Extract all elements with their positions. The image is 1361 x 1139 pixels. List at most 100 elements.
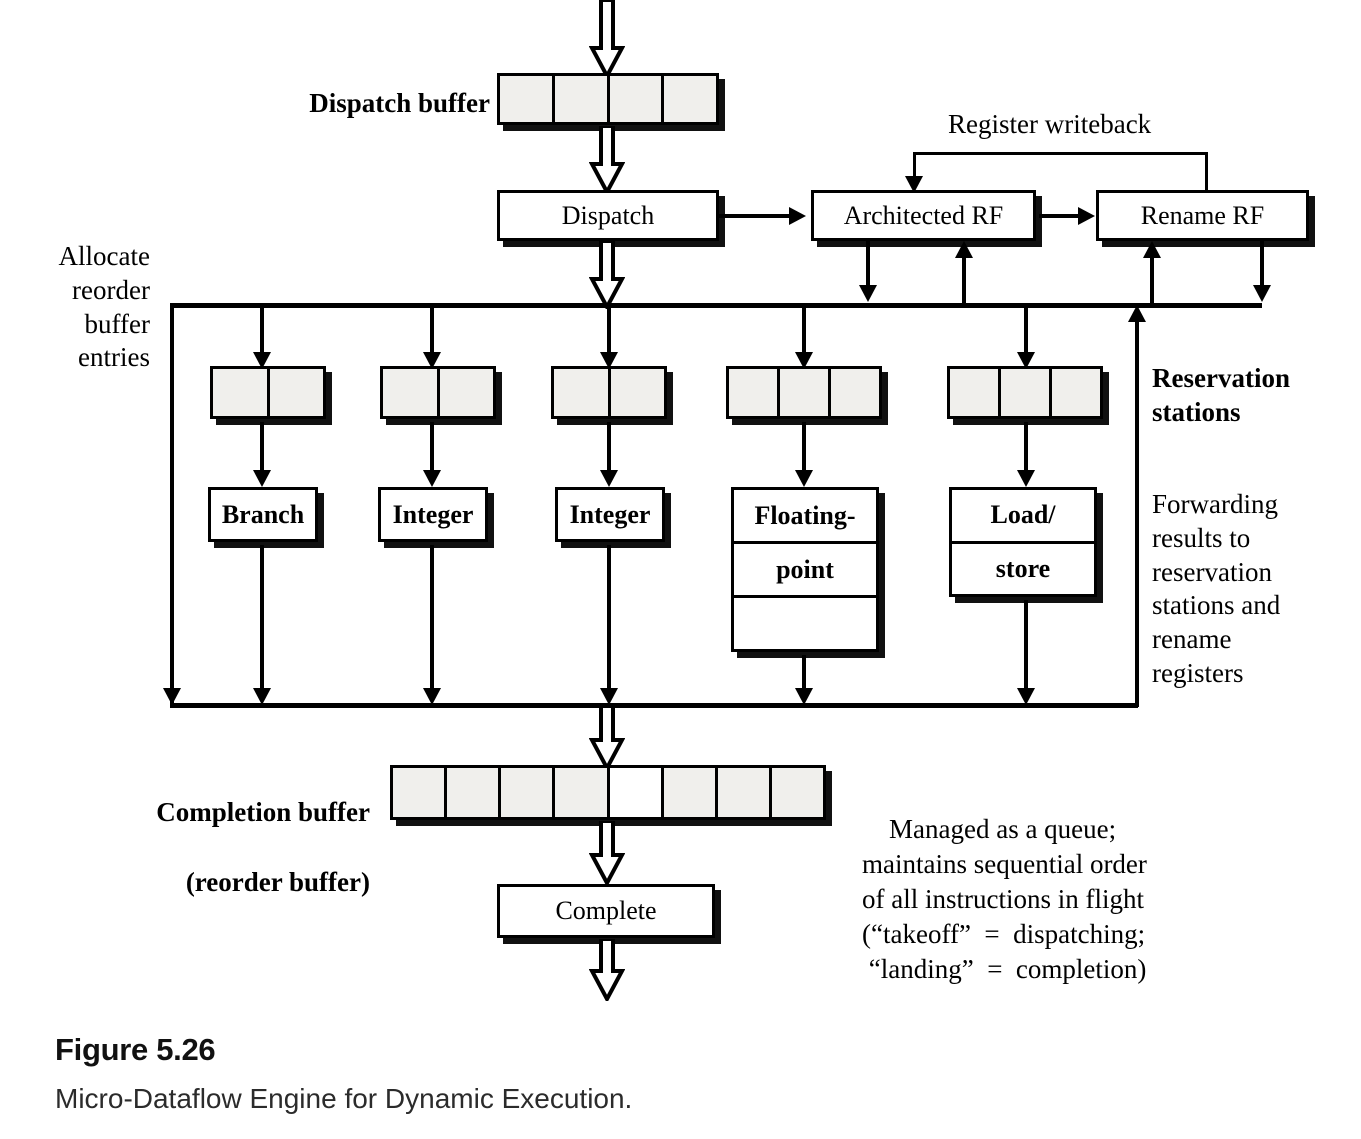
reservation-station-branch-cell: [269, 369, 323, 416]
functional-unit-floating-point-row: point: [734, 544, 876, 598]
completion-buffer-cell: [555, 768, 610, 817]
functional-unit-load-store-row: store: [995, 553, 1051, 583]
rrf-readout-arrowhead: [1253, 285, 1271, 302]
register-writeback-top-line: [913, 152, 1208, 155]
bus-to-rs-integer1-arrowhead: [423, 352, 441, 369]
reservation-station-floating-point-cell: [780, 369, 831, 416]
reservation-station-integer-2-cell: [554, 369, 611, 416]
integer2-result-line: [607, 545, 611, 690]
rs-to-branch-line: [260, 422, 264, 475]
bus-to-rs-branch-arrowhead: [253, 352, 271, 369]
rrf-writeback-arrowhead: [1143, 241, 1161, 258]
register-writeback-arrowhead: [905, 176, 923, 193]
bus-to-rs-ldst-line: [1024, 305, 1028, 357]
completion-buffer-label: Completion buffer (reorder buffer): [60, 760, 370, 935]
reservation-station-load-store-cell: [1052, 369, 1100, 416]
architected-rf-label: Architected RF: [843, 200, 1004, 230]
reservation-station-load-store: [947, 366, 1103, 419]
reservation-station-integer-1: [380, 366, 496, 419]
rs-to-branch-arrowhead: [253, 470, 271, 487]
reservation-station-integer-1-cell: [439, 369, 493, 416]
dispatch-label: Dispatch: [561, 200, 655, 230]
integer2-result-arrowhead: [600, 688, 618, 705]
arf-readout-arrowhead: [859, 285, 877, 302]
bus-to-completion-buffer-arrow: [589, 706, 625, 770]
branch-result-line: [260, 545, 264, 690]
dispatch-to-arf-line: [719, 214, 792, 218]
reservation-station-integer-2: [551, 366, 667, 419]
forwarding-return-arrowhead: [1128, 305, 1146, 322]
dispatch-to-bus-arrow: [589, 241, 625, 309]
reservation-station-floating-point-cell: [831, 369, 879, 416]
dispatch-buffer-label: Dispatch buffer: [309, 88, 490, 118]
completion-buffer-cell: [771, 768, 823, 817]
reservation-station-floating-point: [726, 366, 882, 419]
completion-buffer-cell: [609, 768, 664, 817]
rs-to-fp-line: [802, 422, 806, 475]
arf-writeback-arrowhead: [955, 241, 973, 258]
rename-rf-label: Rename RF: [1140, 200, 1265, 230]
completion-buffer-label-line2: (reorder buffer): [185, 867, 370, 898]
functional-unit-integer-1[interactable]: Integer: [378, 487, 488, 542]
rs-to-integer1-arrowhead: [423, 470, 441, 487]
rename-rf-box[interactable]: Rename RF: [1096, 190, 1309, 241]
arf-readout-line: [866, 241, 870, 287]
dispatch-box[interactable]: Dispatch: [497, 190, 719, 241]
functional-unit-branch[interactable]: Branch: [208, 487, 318, 542]
bottom-result-bus: [170, 703, 1138, 708]
functional-unit-floating-point[interactable]: Floating-point: [731, 487, 879, 652]
allocate-reorder-arrowhead: [163, 688, 181, 705]
functional-unit-branch-row: Branch: [221, 499, 305, 529]
bus-to-rs-fp-arrowhead: [795, 352, 813, 369]
completion-buffer-to-complete-arrow: [589, 821, 625, 885]
reservation-station-branch-cell: [213, 369, 270, 416]
arf-to-rrf-line: [1039, 214, 1081, 218]
bus-to-rs-integer1-line: [430, 305, 434, 357]
completion-buffer-cell: [663, 768, 718, 817]
fp-result-line: [802, 655, 806, 690]
branch-result-arrowhead: [253, 688, 271, 705]
architected-rf-box[interactable]: Architected RF: [811, 190, 1036, 241]
dispatch-to-arf-arrowhead: [789, 207, 806, 225]
dispatch-buffer-cell: [609, 76, 665, 122]
complete-box[interactable]: Complete: [497, 884, 715, 938]
bus-to-rs-branch-line: [260, 305, 264, 357]
bus-to-rs-integer2-arrowhead: [600, 352, 618, 369]
top-result-bus: [170, 303, 1262, 308]
instruction-input-arrow: [589, 0, 625, 78]
arf-to-rrf-arrowhead: [1078, 207, 1095, 225]
functional-unit-load-store-row: Load/: [952, 490, 1094, 544]
completion-buffer: [390, 765, 826, 820]
register-writeback-right-leg: [1205, 152, 1208, 192]
arf-writeback-line: [962, 258, 966, 304]
allocate-reorder-left-wall: [170, 303, 174, 707]
bus-to-rs-fp-line: [802, 305, 806, 357]
bus-to-rs-ldst-arrowhead: [1017, 352, 1035, 369]
dispatch-buffer: [497, 73, 719, 125]
rs-to-integer2-line: [607, 422, 611, 475]
functional-unit-integer-2-row: Integer: [569, 499, 651, 529]
completion-buffer-cell: [717, 768, 772, 817]
forwarding-return-line: [1135, 320, 1139, 707]
completion-buffer-cell: [447, 768, 502, 817]
integer1-result-arrowhead: [423, 688, 441, 705]
rrf-readout-line: [1260, 241, 1264, 287]
reservation-station-branch: [210, 366, 326, 419]
rs-to-fp-arrowhead: [795, 470, 813, 487]
ldst-result-arrowhead: [1017, 688, 1035, 705]
functional-unit-floating-point-row: Floating-: [734, 490, 876, 544]
figure-number: Figure 5.26: [55, 1032, 216, 1067]
queue-note-label: Managed as a queue;maintains sequential …: [862, 814, 1147, 985]
rs-to-integer2-arrowhead: [600, 470, 618, 487]
rs-to-ldst-arrowhead: [1017, 470, 1035, 487]
ldst-result-line: [1024, 600, 1028, 690]
dispatch-buffer-cell: [500, 76, 555, 122]
reservation-station-integer-2-cell: [610, 369, 664, 416]
functional-unit-integer-2[interactable]: Integer: [555, 487, 665, 542]
reservation-station-load-store-cell: [950, 369, 1001, 416]
functional-unit-load-store[interactable]: Load/store: [949, 487, 1097, 597]
rrf-writeback-line: [1150, 258, 1154, 304]
figure-caption: Micro-Dataflow Engine for Dynamic Execut…: [55, 1083, 633, 1114]
